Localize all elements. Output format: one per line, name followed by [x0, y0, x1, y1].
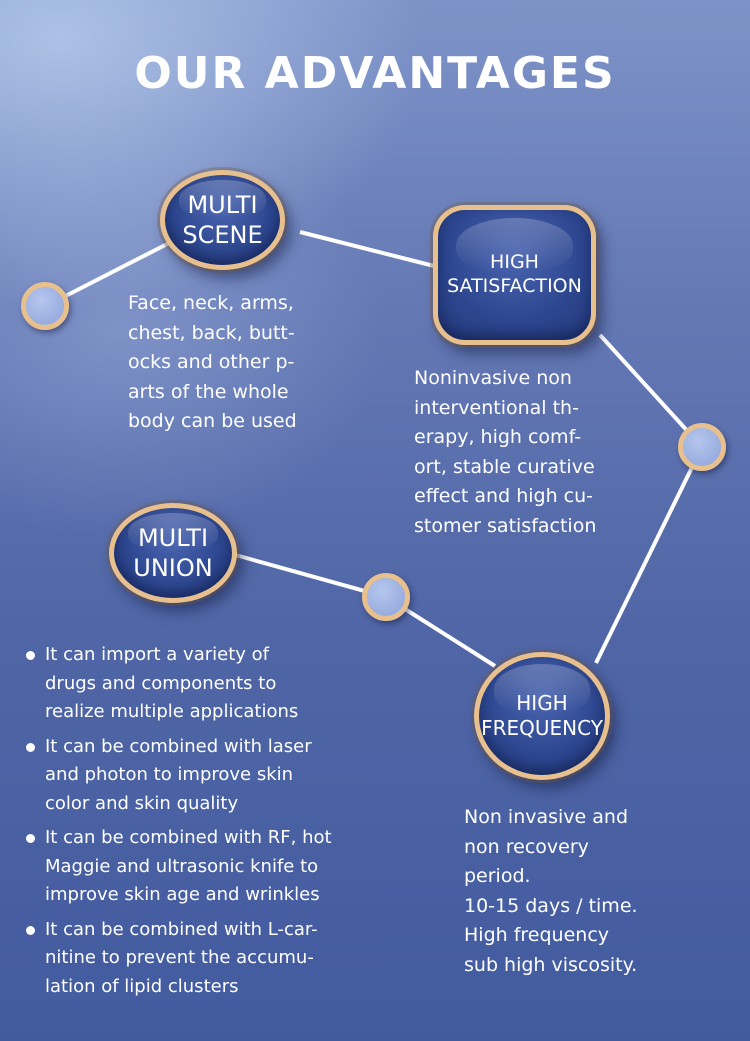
bullet-line: It can be combined with laser	[45, 735, 312, 757]
description-line: interventional th-	[414, 396, 579, 419]
description-line: 10-15 days / time.	[464, 894, 638, 917]
connector-dot	[678, 423, 726, 471]
description-line: Non invasive and	[464, 806, 629, 828]
badge-label-line2: SCENE	[182, 221, 263, 249]
list-item: It can be combined with laser and photon…	[26, 733, 332, 819]
description-line: non recovery	[464, 835, 589, 858]
multi-union-badge: MULTI UNION	[109, 503, 237, 603]
description-line: High frequency	[464, 924, 610, 946]
high-satisfaction-badge: HIGH SATISFACTION	[433, 205, 596, 345]
bullet-line: nitine to prevent the accumu-	[45, 947, 314, 968]
bullet-line: and photon to improve skin	[45, 764, 294, 785]
multi-union-bullet-list: It can import a variety of drugs and com…	[26, 641, 332, 1007]
multi-scene-description: Face, neck, arms, chest, back, butt- ock…	[128, 289, 297, 437]
connector-dot	[362, 573, 410, 621]
bullet-line: color and skin quality	[45, 792, 239, 814]
connector-dot	[21, 282, 69, 330]
connector-line	[594, 446, 704, 664]
high-frequency-description: Non invasive and non recovery period. 10…	[464, 803, 638, 980]
bullet-line: realize multiple applications	[45, 701, 299, 722]
connector-line	[231, 552, 387, 599]
list-item: It can import a variety of drugs and com…	[26, 641, 332, 727]
bullet-line: improve skin age and wrinkles	[45, 884, 320, 905]
bullet-line: It can be combined with L-car-	[45, 918, 318, 940]
connector-line	[299, 230, 443, 270]
description-line: stomer satisfaction	[414, 514, 597, 537]
description-line: effect and high cu-	[414, 485, 593, 507]
description-line: arts of the whole	[128, 380, 289, 403]
description-line: chest, back, butt-	[128, 321, 295, 344]
bullet-line: It can be combined with RF, hot	[45, 827, 332, 848]
description-line: period.	[464, 865, 531, 887]
bullet-line: It can import a variety of	[45, 644, 269, 665]
badge-label-line1: MULTI	[137, 524, 209, 552]
high-satisfaction-description: Noninvasive non interventional th- erapy…	[414, 364, 596, 541]
bullet-line: drugs and components to	[45, 672, 277, 694]
list-item: It can be combined with RF, hot Maggie a…	[26, 824, 332, 910]
badge-label-line1: HIGH	[490, 251, 539, 274]
description-line: ocks and other p-	[128, 351, 295, 373]
description-line: sub high viscosity.	[464, 953, 638, 976]
connector-line	[45, 238, 176, 308]
high-frequency-badge: HIGH FREQUENCY	[474, 652, 610, 780]
bullet-line: Maggie and ultrasonic knife to	[45, 855, 319, 877]
badge-label-line2: SATISFACTION	[447, 275, 582, 297]
badge-label-line2: UNION	[133, 554, 213, 582]
multi-scene-badge: MULTI SCENE	[160, 170, 285, 270]
badge-label-line1: MULTI	[187, 191, 258, 219]
description-line: ort, stable curative	[414, 455, 595, 478]
badge-label-line1: HIGH	[516, 691, 568, 715]
description-line: Noninvasive non	[414, 367, 572, 389]
badge-label-line2: FREQUENCY	[481, 716, 603, 740]
page-title: OUR ADVANTAGES	[134, 48, 616, 99]
list-item: It can be combined with L-car- nitine to…	[26, 916, 332, 1002]
description-line: erapy, high comf-	[414, 426, 582, 448]
description-line: body can be used	[128, 410, 297, 432]
bullet-line: lation of lipid clusters	[45, 975, 239, 997]
description-line: Face, neck, arms,	[128, 292, 294, 314]
